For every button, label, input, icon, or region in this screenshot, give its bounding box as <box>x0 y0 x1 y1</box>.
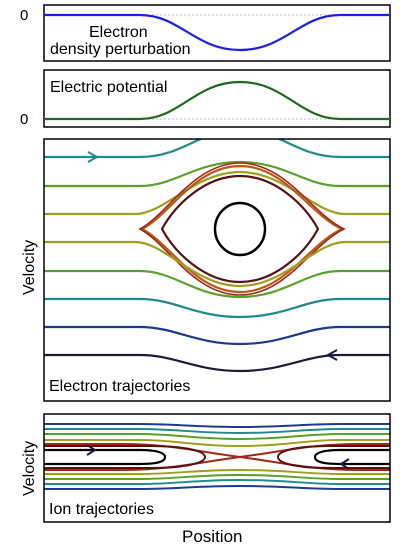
ion-trajectory-6 <box>44 473 390 480</box>
electron-trajectory-3 <box>44 170 390 216</box>
electron-panel: Electron trajectories Velocity <box>21 138 391 402</box>
right-arrow-icon <box>87 151 100 163</box>
electron-label: Electron trajectories <box>49 378 190 395</box>
electron-trajectory-5 <box>44 269 390 299</box>
electron-trajectory-7 <box>44 325 390 346</box>
ion-trapped-right-outer <box>276 445 390 469</box>
electron-trajectory-top <box>44 139 390 159</box>
density-label-line1: Electron <box>89 24 148 41</box>
electron-trajectory-6 <box>44 297 390 319</box>
ion-frame <box>43 413 391 523</box>
ion-left-arrow-icon <box>339 458 350 470</box>
ion-panel: Ion trajectories Velocity <box>21 413 391 523</box>
potential-curve <box>44 80 390 121</box>
electron-inner-orbit <box>213 201 267 257</box>
ion-right-arrow-icon <box>86 444 97 456</box>
potential-panel: 0 Electric potential <box>20 69 391 128</box>
electron-separatrix-outer <box>138 162 346 296</box>
electron-separatrix <box>139 164 345 294</box>
ion-trajectory-7 <box>44 478 390 485</box>
ion-trajectory-5 <box>44 468 390 475</box>
density-frame <box>43 4 391 62</box>
electron-trapped-orbit <box>160 174 320 284</box>
ion-trapped-right-inner <box>313 448 390 466</box>
x-axis-label: Position <box>182 527 242 546</box>
ion-trapped-left-outer <box>44 445 207 469</box>
density-curve <box>44 13 390 52</box>
left-arrow-icon <box>325 349 338 361</box>
electron-trajectory-2 <box>44 160 390 188</box>
electron-trajectory-4 <box>44 240 390 288</box>
electron-frame <box>43 138 391 402</box>
density-label-line2: density perturbation <box>50 41 191 58</box>
potential-label: Electric potential <box>50 79 167 96</box>
potential-frame <box>43 69 391 128</box>
electron-ylabel: Velocity <box>21 240 38 295</box>
ion-trapped-left-inner <box>44 448 167 466</box>
ion-trajectory-3 <box>44 433 390 441</box>
density-zero-tick: 0 <box>20 7 28 24</box>
ion-ylabel: Velocity <box>21 441 38 496</box>
ion-label: Ion trajectories <box>49 501 154 518</box>
ion-trajectory-2 <box>44 428 390 435</box>
ion-trajectory-4 <box>44 439 390 448</box>
ion-trajectory-8 <box>44 484 390 490</box>
ion-trajectory-1 <box>44 423 390 429</box>
density-panel: 0 Electron density perturbation <box>20 4 391 62</box>
potential-zero-tick: 0 <box>20 111 28 128</box>
electron-trajectory-bottom <box>44 353 390 373</box>
